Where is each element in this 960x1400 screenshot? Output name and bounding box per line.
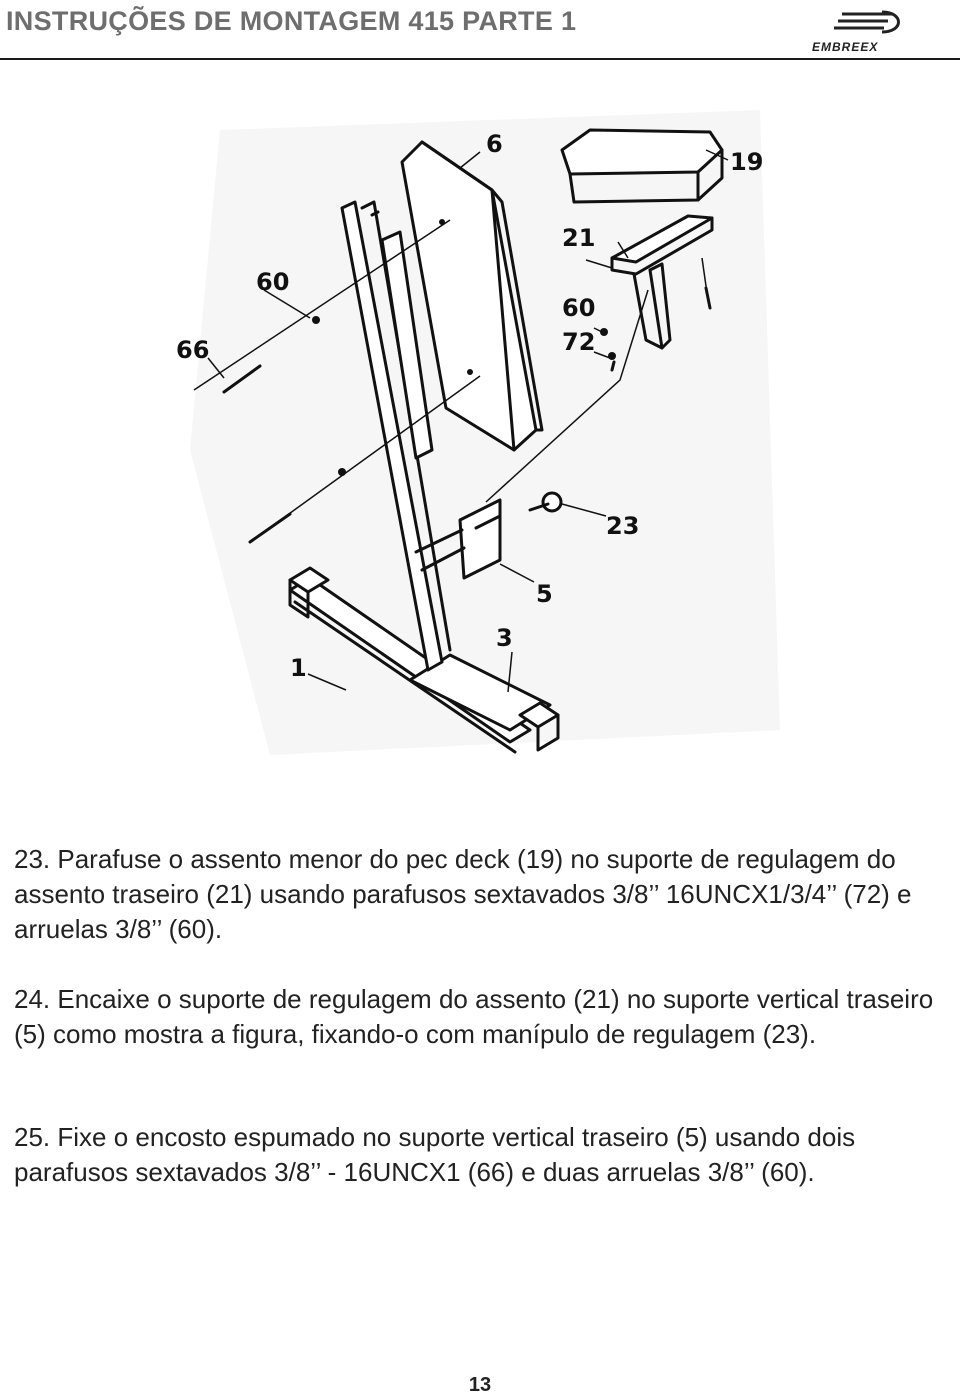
header-divider: [0, 58, 960, 60]
page-number: 13: [468, 1374, 492, 1396]
callout-21: 21: [562, 224, 595, 252]
callout-23: 23: [606, 512, 639, 540]
callout-3: 3: [496, 624, 513, 652]
callout-19: 19: [730, 148, 763, 176]
step-24-text: 24. Encaixe o suporte de regulagem do as…: [14, 984, 934, 1049]
document-title: INSTRUÇÕES DE MONTAGEM 415 PARTE 1: [6, 6, 577, 36]
embreex-logo: EMBREEX: [812, 8, 922, 54]
brand-name: EMBREEX: [812, 40, 879, 54]
callout-66: 66: [176, 336, 209, 364]
assembly-drawing: 6 19 21 60 72 66 60 23 5 3 1: [176, 110, 780, 755]
callout-6: 6: [486, 130, 503, 158]
callout-72: 72: [562, 328, 595, 356]
callout-60-seat: 60: [562, 294, 595, 322]
step-23-text: 23. Parafuse o assento menor do pec deck…: [14, 844, 912, 944]
step-25-text: 25. Fixe o encosto espumado no suporte v…: [14, 1122, 856, 1187]
assembly-diagram: 6 19 21 60 72 66 60 23 5 3 1: [150, 90, 790, 760]
callout-60-back: 60: [256, 268, 289, 296]
callout-1: 1: [290, 654, 307, 682]
callout-5: 5: [536, 580, 553, 608]
logo-emblem-icon: [834, 10, 900, 34]
